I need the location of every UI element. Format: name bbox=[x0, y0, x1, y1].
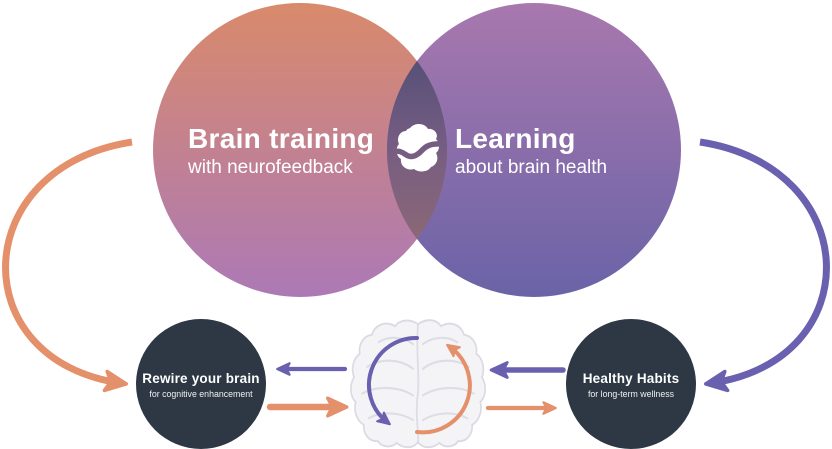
rewire-subtitle: for cognitive enhancement bbox=[149, 389, 253, 399]
brainwave-cloud-logo-icon bbox=[396, 123, 439, 172]
learning-label: Learning about brain health bbox=[455, 123, 607, 180]
brain-training-subtitle: with neurofeedback bbox=[188, 157, 353, 178]
brain-training-title: Brain training bbox=[188, 123, 375, 154]
healthy-habits-label: Healthy Habits for long-term wellness bbox=[566, 371, 696, 400]
healthy-habits-subtitle: for long-term wellness bbox=[587, 389, 675, 399]
brain-gyri-left bbox=[361, 336, 414, 422]
learning-title: Learning bbox=[455, 123, 576, 154]
rewire-title: Rewire your brain bbox=[142, 371, 260, 386]
arrow-braintraining-to-rewire bbox=[2, 138, 133, 393]
brain-training-label: Brain training with neurofeedback bbox=[188, 123, 374, 180]
healthy-habits-node bbox=[566, 319, 696, 449]
brain-cycle-arrow-orange bbox=[415, 343, 472, 435]
learning-subtitle: about brain health bbox=[455, 157, 608, 178]
learning-circle bbox=[387, 3, 681, 297]
rewire-label: Rewire your brain for cognitive enhancem… bbox=[136, 371, 266, 400]
rewire-node bbox=[136, 319, 266, 449]
healthy-habits-title: Healthy Habits bbox=[582, 371, 680, 386]
arrow-learning-to-habits bbox=[699, 138, 830, 393]
brain-gyri-right bbox=[422, 336, 475, 422]
brain-training-circle bbox=[153, 3, 447, 297]
brain-cycle-arrow-purple bbox=[367, 335, 419, 426]
